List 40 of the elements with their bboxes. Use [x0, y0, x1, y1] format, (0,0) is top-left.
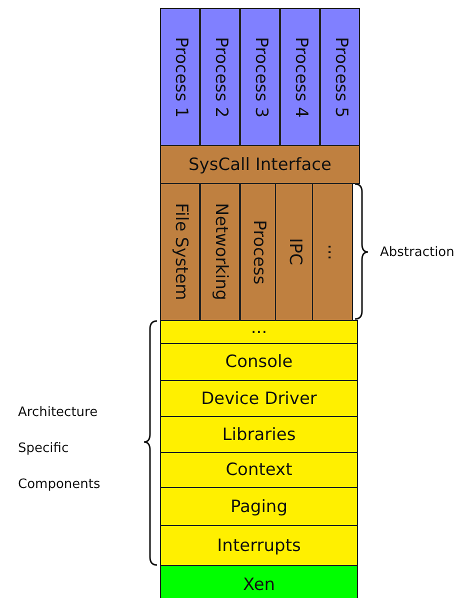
layer-box: [200, 183, 240, 321]
brace-label: Abstraction: [380, 245, 456, 260]
layer-label: Paging: [230, 496, 288, 516]
layer-box: [160, 320, 358, 344]
layer-box: [160, 525, 358, 566]
layer-box: [160, 343, 358, 381]
layer-box: [160, 145, 360, 184]
layer-box: [240, 8, 280, 146]
layer-label: SysCall Interface: [188, 154, 332, 174]
layer-label: ...: [250, 318, 268, 338]
layer-label: Networking: [211, 203, 229, 301]
layer-label: Process 2: [211, 36, 229, 118]
layer-box: [160, 416, 358, 453]
brace-label: Architecture Specific Components: [18, 404, 102, 494]
layer-box: [160, 380, 358, 417]
layer-label: ...: [324, 244, 342, 260]
layer-label: Process: [249, 220, 267, 284]
layer-label: Xen: [242, 575, 276, 595]
layer-label: Libraries: [222, 424, 296, 444]
layer-box: [240, 183, 276, 321]
layer-box: [200, 8, 240, 146]
layer-label: Interrupts: [217, 536, 301, 556]
layer-box: [160, 183, 200, 321]
layer-label: File System: [171, 203, 189, 301]
layer-label: Device Driver: [201, 388, 317, 408]
layer-label: Process 5: [331, 36, 349, 118]
layer-box: [160, 565, 358, 598]
layer-box: [160, 8, 200, 146]
layer-box: [275, 183, 313, 321]
layer-label: IPC: [285, 238, 303, 266]
layer-label: Console: [225, 352, 293, 372]
layer-box: [280, 8, 320, 146]
layer-box: [160, 452, 358, 488]
layer-box: [160, 487, 358, 526]
layer-label: Process 3: [251, 36, 269, 118]
layer-label: Process 1: [171, 36, 189, 118]
layer-label: Context: [226, 460, 292, 480]
layer-box: [320, 8, 360, 146]
layer-box: [312, 183, 353, 321]
layer-label: Process 4: [291, 36, 309, 118]
